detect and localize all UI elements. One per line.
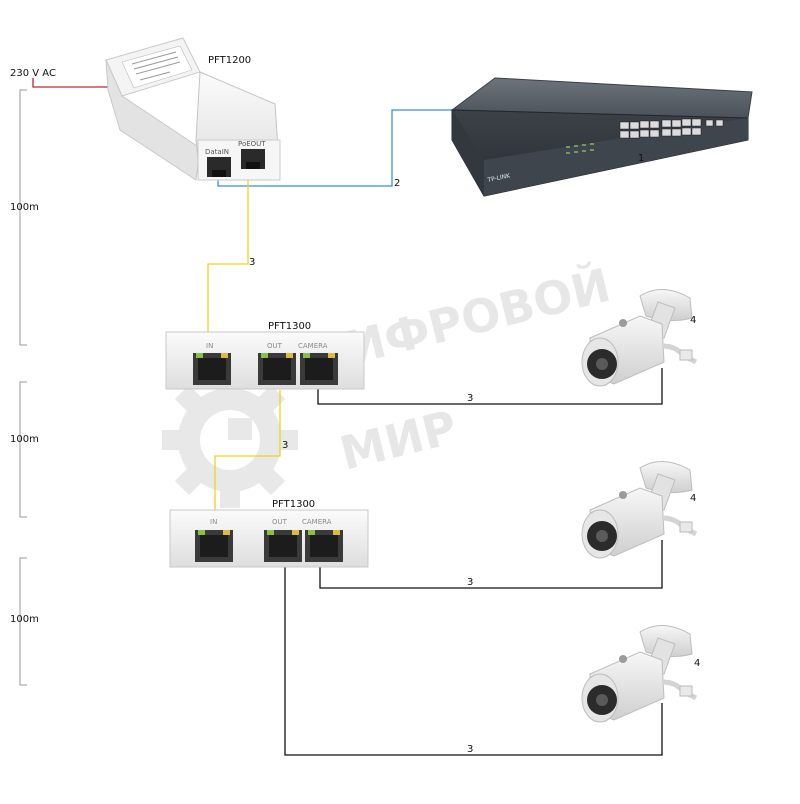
cables — [32, 78, 663, 756]
watermark-gear-icon — [162, 372, 298, 508]
poe-cable-1 — [207, 178, 249, 332]
camera-3-screw — [619, 655, 627, 663]
camera-1-number: 4 — [690, 315, 696, 326]
switch-ports — [619, 118, 724, 139]
camera-cable-1 — [317, 368, 663, 405]
scale-bracket-2 — [19, 381, 27, 518]
camera-2 — [581, 461, 698, 559]
extender-1-port-camera — [300, 353, 338, 385]
camera-3 — [581, 625, 698, 723]
camera-3-lens-core — [596, 694, 608, 706]
switch-left-face — [452, 110, 484, 196]
camera-2-lens-core — [596, 530, 608, 542]
injector-side-face — [105, 59, 201, 181]
switch-number: 1 — [638, 153, 644, 164]
extender-2-port-camera — [305, 530, 343, 562]
distance-scale — [19, 89, 27, 686]
camera-1-screw — [619, 319, 627, 327]
switch-cable-number: 2 — [394, 178, 400, 189]
power-label: 230 V AC — [10, 68, 56, 79]
camera-cable-2 — [319, 540, 663, 589]
camera-3-number: 4 — [694, 658, 700, 669]
injector-port-datain — [207, 157, 231, 177]
camera-cable-3-number: 3 — [467, 744, 473, 755]
distance-label-1: 100m — [10, 202, 39, 213]
extender-1 — [165, 331, 365, 390]
injector-port-poeout — [241, 149, 265, 169]
extender-2-port-out-label: OUT — [272, 518, 288, 526]
network-switch — [450, 77, 753, 197]
camera-2-connector — [679, 521, 693, 533]
extender-1-port-in-label: IN — [206, 342, 213, 350]
extender-2-port-camera-label: CAMERA — [302, 518, 332, 526]
distance-label-2: 100m — [10, 434, 39, 445]
extender-2-name: PFT1300 — [272, 499, 315, 510]
camera-1-connector — [679, 349, 693, 361]
distance-label-3: 100m — [10, 614, 39, 625]
poe-injector — [105, 37, 281, 181]
extender-2 — [169, 509, 369, 568]
extender-1-port-in — [193, 353, 231, 385]
injector-port-datain-label: DataIN — [205, 148, 229, 156]
extender-1-port-out-label: OUT — [267, 342, 283, 350]
power-cable — [32, 78, 108, 88]
extender-1-name: PFT1300 — [268, 321, 311, 332]
camera-3-connector — [679, 685, 693, 697]
injector-port-poeout-label: PoEOUT — [238, 140, 266, 148]
watermark-line2: МИР — [335, 400, 463, 481]
injector-name: PFT1200 — [208, 55, 251, 66]
extender-2-port-in-label: IN — [210, 518, 217, 526]
extender-2-port-out — [264, 530, 302, 562]
switch-cable — [217, 109, 452, 187]
camera-cable-3 — [284, 565, 663, 756]
switch-leds — [566, 143, 594, 154]
injector-sticker-text — [131, 51, 181, 81]
extender-2-port-in — [195, 530, 233, 562]
camera-2-screw — [619, 491, 627, 499]
poe-cable-2-number: 3 — [282, 440, 288, 451]
scale-bracket-3 — [19, 557, 27, 686]
camera-1-lens-core — [596, 358, 608, 370]
camera-2-number: 4 — [690, 493, 696, 504]
camera-cable-2-number: 3 — [467, 577, 473, 588]
poe-cable-1-number: 3 — [249, 257, 255, 268]
camera-cable-1-number: 3 — [467, 393, 473, 404]
poe-cable-2 — [214, 390, 281, 510]
switch-front-panel — [484, 118, 748, 196]
extender-1-port-camera-label: CAMERA — [298, 342, 328, 350]
scale-bracket-1 — [19, 89, 27, 346]
extender-1-port-out — [258, 353, 296, 385]
camera-1 — [581, 289, 698, 387]
injector-label-sticker — [121, 45, 193, 89]
